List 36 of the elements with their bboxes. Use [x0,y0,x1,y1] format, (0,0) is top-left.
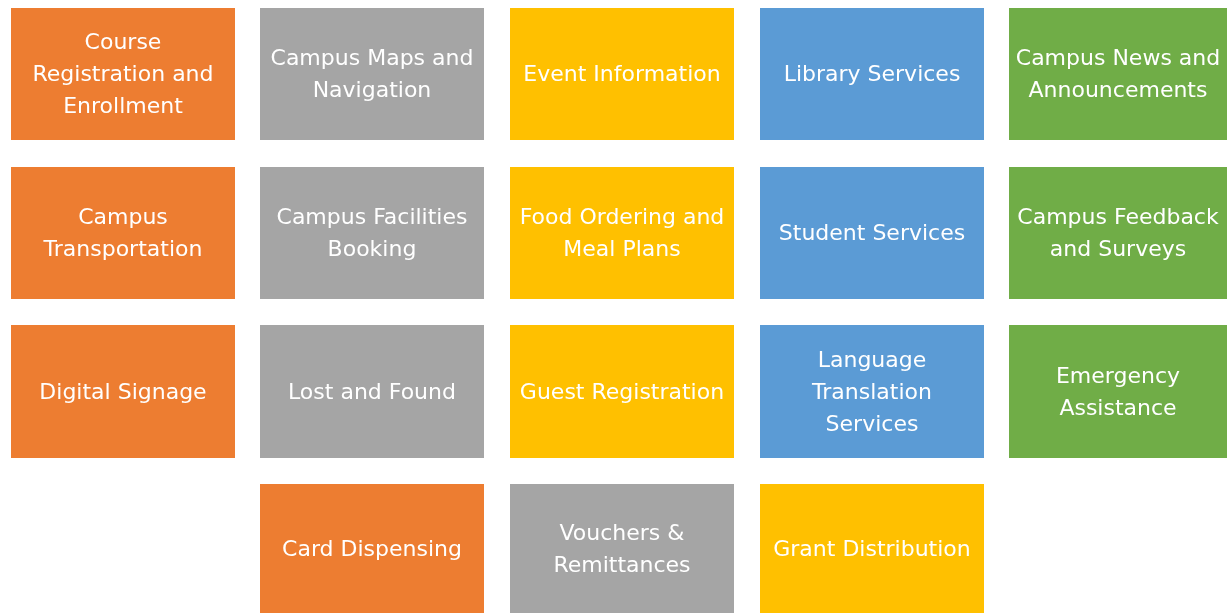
service-tile [260,484,484,613]
tile-label: Card Dispensing [282,534,462,563]
tile-label: Campus Facilities Booking [275,203,469,263]
tile-label: Campus News and Announcements [1015,44,1221,104]
service-tile [760,484,984,613]
tile-label: Course Registration and Enrollment [31,28,215,120]
tile-label: Campus Maps and Navigation [269,44,475,104]
tile-label: Student Services [778,219,966,247]
service-tile [1009,325,1227,458]
service-tile [760,8,984,140]
service-tile [760,167,984,299]
tile-label: Event Information [523,60,721,88]
tile-label: Digital Signage [39,377,207,406]
tile-label: Food Ordering and Meal Plans [518,203,726,263]
service-tile [11,8,235,140]
service-tile [11,167,235,299]
service-tile [760,325,984,458]
tile-label: Lost and Found [288,377,456,406]
tile-label: Library Services [783,60,961,88]
service-tile [260,325,484,458]
service-tile [510,484,734,613]
service-tile [11,325,235,458]
tile-label: Guest Registration [519,377,725,406]
tile-label: Emergency Assistance [1054,361,1182,422]
service-tile [260,167,484,299]
service-tile [1009,8,1227,140]
tile-label: Language Translation Services [811,345,933,438]
tile-label: Vouchers & Remittances [552,518,692,579]
service-tile [260,8,484,140]
tile-label: Grant Distribution [773,534,971,563]
tile-label: Campus Transportation [42,203,204,263]
service-tile [510,8,734,140]
service-tile [510,325,734,458]
tile-label: Campus Feedback and Surveys [1016,203,1220,263]
service-tile [510,167,734,299]
service-tile [1009,167,1227,299]
